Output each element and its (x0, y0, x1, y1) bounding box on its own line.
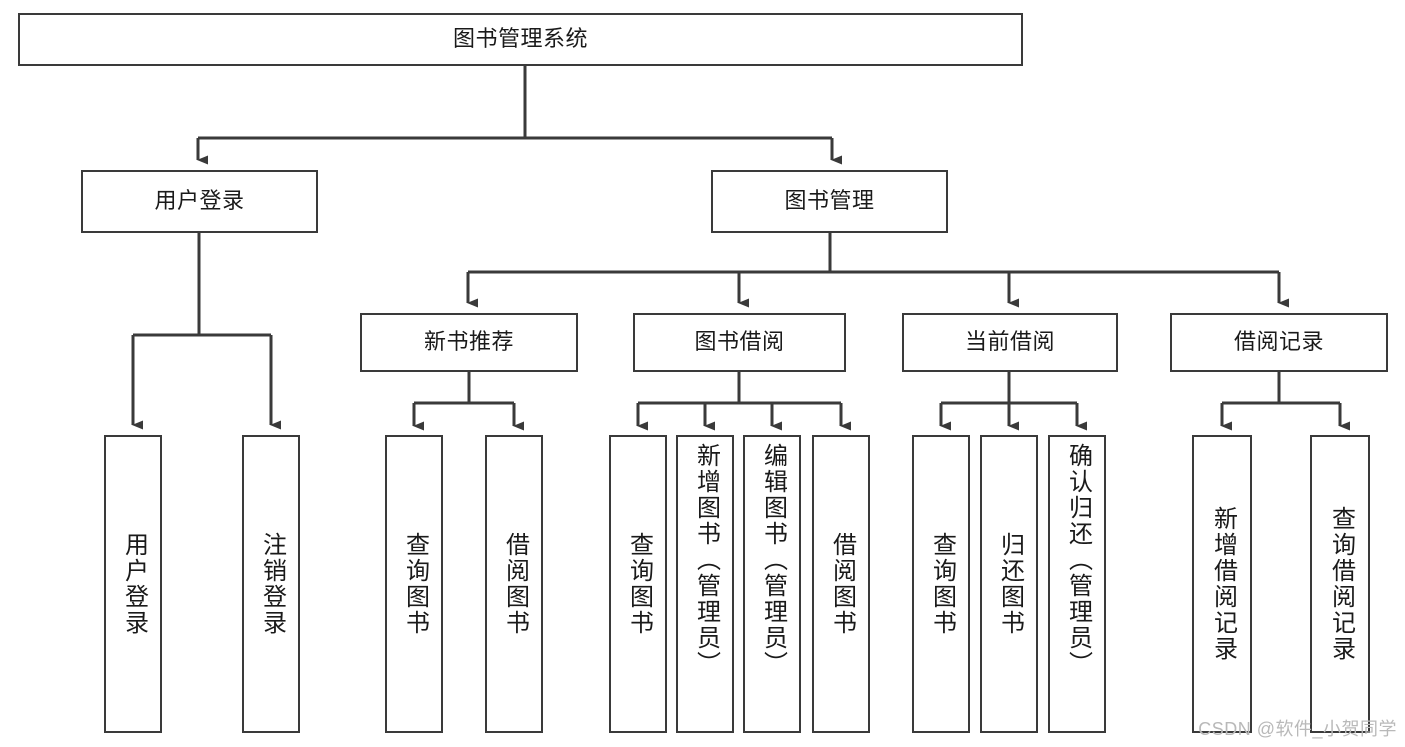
node-leaf-return-book-label: 归还图书 (996, 532, 1024, 636)
node-leaf-query-book-2-label: 查询图书 (625, 532, 653, 636)
node-leaf-query-book-1-label: 查询图书 (401, 532, 429, 636)
node-leaf-add-record[interactable]: 新增借阅记录 (1192, 435, 1252, 733)
node-user-login-label: 用户登录 (154, 188, 245, 214)
node-current-borrow[interactable]: 当前借阅 (902, 313, 1118, 372)
node-leaf-user-logout-label: 注销登录 (258, 532, 286, 636)
node-leaf-edit-book[interactable]: 编辑图书（管理员） (743, 435, 801, 733)
node-leaf-borrow-book-2-label: 借阅图书 (828, 532, 856, 636)
node-book-management[interactable]: 图书管理 (711, 170, 948, 233)
node-leaf-confirm-return-label: 确认归还（管理员） (1064, 443, 1092, 677)
node-leaf-borrow-book-1[interactable]: 借阅图书 (485, 435, 543, 733)
node-leaf-add-record-label: 新增借阅记录 (1209, 506, 1237, 662)
node-leaf-user-logout[interactable]: 注销登录 (242, 435, 300, 733)
node-current-borrow-label: 当前借阅 (964, 329, 1055, 355)
node-book-borrow[interactable]: 图书借阅 (633, 313, 846, 372)
node-new-book-recommend-label: 新书推荐 (423, 329, 514, 355)
node-leaf-query-book-3[interactable]: 查询图书 (912, 435, 970, 733)
node-leaf-return-book[interactable]: 归还图书 (980, 435, 1038, 733)
node-leaf-query-record[interactable]: 查询借阅记录 (1310, 435, 1370, 733)
node-leaf-borrow-book-1-label: 借阅图书 (501, 532, 529, 636)
node-root[interactable]: 图书管理系统 (18, 13, 1023, 66)
node-leaf-query-book-1[interactable]: 查询图书 (385, 435, 443, 733)
node-leaf-edit-book-label: 编辑图书（管理员） (759, 443, 787, 677)
node-leaf-query-book-2[interactable]: 查询图书 (609, 435, 667, 733)
node-new-book-recommend[interactable]: 新书推荐 (360, 313, 578, 372)
node-root-label: 图书管理系统 (452, 26, 588, 52)
node-borrow-record-label: 借阅记录 (1233, 329, 1324, 355)
node-borrow-record[interactable]: 借阅记录 (1170, 313, 1388, 372)
node-leaf-borrow-book-2[interactable]: 借阅图书 (812, 435, 870, 733)
node-leaf-user-login[interactable]: 用户登录 (104, 435, 162, 733)
node-book-borrow-label: 图书借阅 (694, 329, 785, 355)
node-leaf-add-book[interactable]: 新增图书（管理员） (676, 435, 734, 733)
node-leaf-add-book-label: 新增图书（管理员） (692, 443, 720, 677)
node-leaf-query-record-label: 查询借阅记录 (1327, 506, 1355, 662)
node-leaf-confirm-return[interactable]: 确认归还（管理员） (1048, 435, 1106, 733)
node-leaf-user-login-label: 用户登录 (120, 532, 148, 636)
csdn-watermark: CSDN @软件_小贺同学 (1198, 719, 1397, 739)
node-user-login[interactable]: 用户登录 (81, 170, 318, 233)
node-book-management-label: 图书管理 (784, 188, 875, 214)
node-leaf-query-book-3-label: 查询图书 (928, 532, 956, 636)
